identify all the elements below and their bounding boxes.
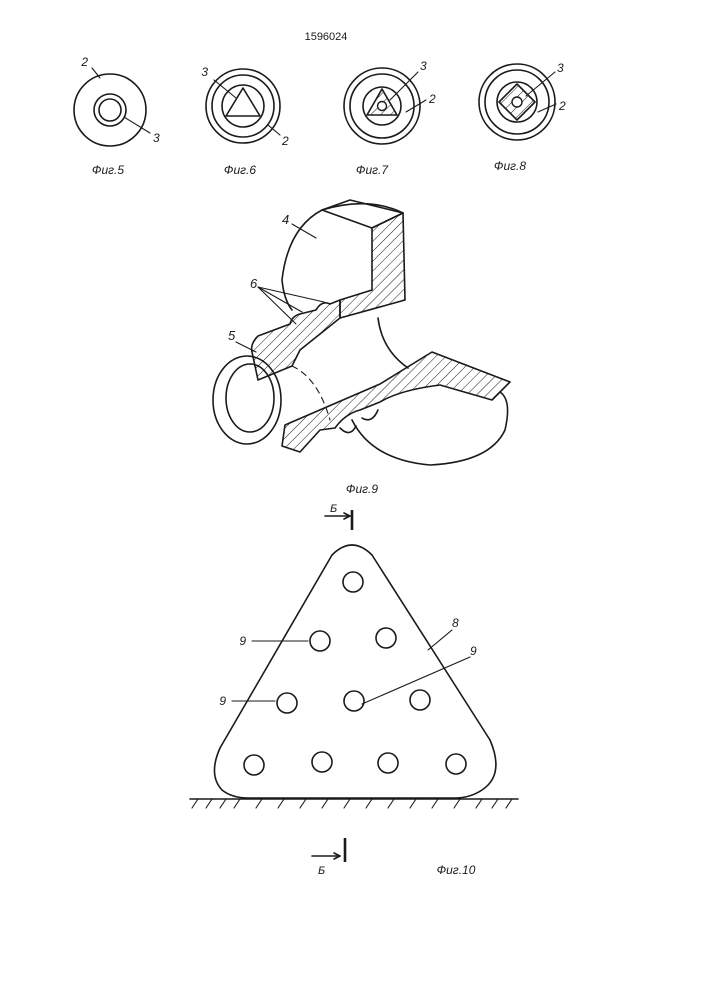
fig10-hole <box>376 628 396 648</box>
fig10-hole <box>446 754 466 774</box>
fig10-hole <box>378 753 398 773</box>
fig5-label-2: 2 <box>80 55 88 69</box>
fig9-upper-block-section <box>340 213 405 318</box>
fig7-label-2: 2 <box>428 92 436 106</box>
fig9-tube-end-inner <box>226 364 274 432</box>
figure-5: 2 3 Фиг.5 <box>74 55 160 177</box>
fig6-outer-ring <box>206 69 280 143</box>
fig6-caption: Фиг.6 <box>224 163 256 177</box>
fig10-hole <box>343 572 363 592</box>
patent-number: 1596024 <box>305 31 348 43</box>
fig7-leader-2 <box>406 100 426 112</box>
fig10-hole <box>410 690 430 710</box>
fig9-label-4: 4 <box>282 212 289 227</box>
fig10-leader-9b <box>362 657 470 704</box>
fig10-label-9b: 9 <box>470 644 477 658</box>
fig10-caption: Фиг.10 <box>437 863 476 877</box>
fig8-label-2: 2 <box>558 99 566 113</box>
fig7-label-3: 3 <box>420 59 427 73</box>
fig6-triangle-insert <box>226 88 260 116</box>
fig7-center-hole <box>378 102 387 111</box>
figure-6: 3 2 Фиг.6 <box>201 65 289 177</box>
fig5-outer-ring <box>74 74 146 146</box>
fig5-leader-3 <box>124 117 150 133</box>
fig9-label-5: 5 <box>228 328 236 343</box>
fig9-leader-6b <box>258 287 324 302</box>
fig10-label-8: 8 <box>452 616 459 630</box>
fig10-section-mark-bottom: Б <box>318 865 325 877</box>
figure-8: 3 2 Фиг.8 <box>479 61 566 173</box>
fig10-triangle-body <box>214 545 495 798</box>
fig10-section-mark-top: Б <box>330 503 337 515</box>
fig8-center-hole <box>512 97 522 107</box>
figure-7: 3 2 Фиг.7 <box>344 59 436 177</box>
fig10-hole <box>344 691 364 711</box>
fig10-label-9c: 9 <box>219 694 226 708</box>
fig10-ground-hatching <box>192 799 512 808</box>
fig9-lower-groove-2 <box>362 410 378 420</box>
fig10-label-9a: 9 <box>239 634 246 648</box>
fig5-label-3: 3 <box>153 131 160 145</box>
fig10-hole <box>277 693 297 713</box>
fig10-hole <box>244 755 264 775</box>
fig7-caption: Фиг.7 <box>356 163 389 177</box>
figure-9: 4 6 5 Фиг.9 <box>213 200 510 496</box>
fig9-lower-groove-1 <box>340 426 356 433</box>
figure-10: Б 9 8 9 <box>190 503 518 877</box>
fig6-label-3: 3 <box>201 65 208 79</box>
fig5-caption: Фиг.5 <box>92 163 124 177</box>
fig10-leader-8 <box>428 630 452 650</box>
fig9-tube-end-outer <box>213 356 281 444</box>
fig10-hole <box>312 752 332 772</box>
fig9-lower-block-section <box>282 352 510 452</box>
fig10-hole <box>310 631 330 651</box>
fig9-label-6: 6 <box>250 276 258 291</box>
fig6-label-2: 2 <box>281 134 289 148</box>
fig9-body-lower <box>378 318 408 368</box>
fig9-caption: Фиг.9 <box>346 482 378 496</box>
fig5-tube-inner <box>99 99 121 121</box>
fig8-label-3: 3 <box>557 61 564 75</box>
fig8-caption: Фиг.8 <box>494 159 526 173</box>
